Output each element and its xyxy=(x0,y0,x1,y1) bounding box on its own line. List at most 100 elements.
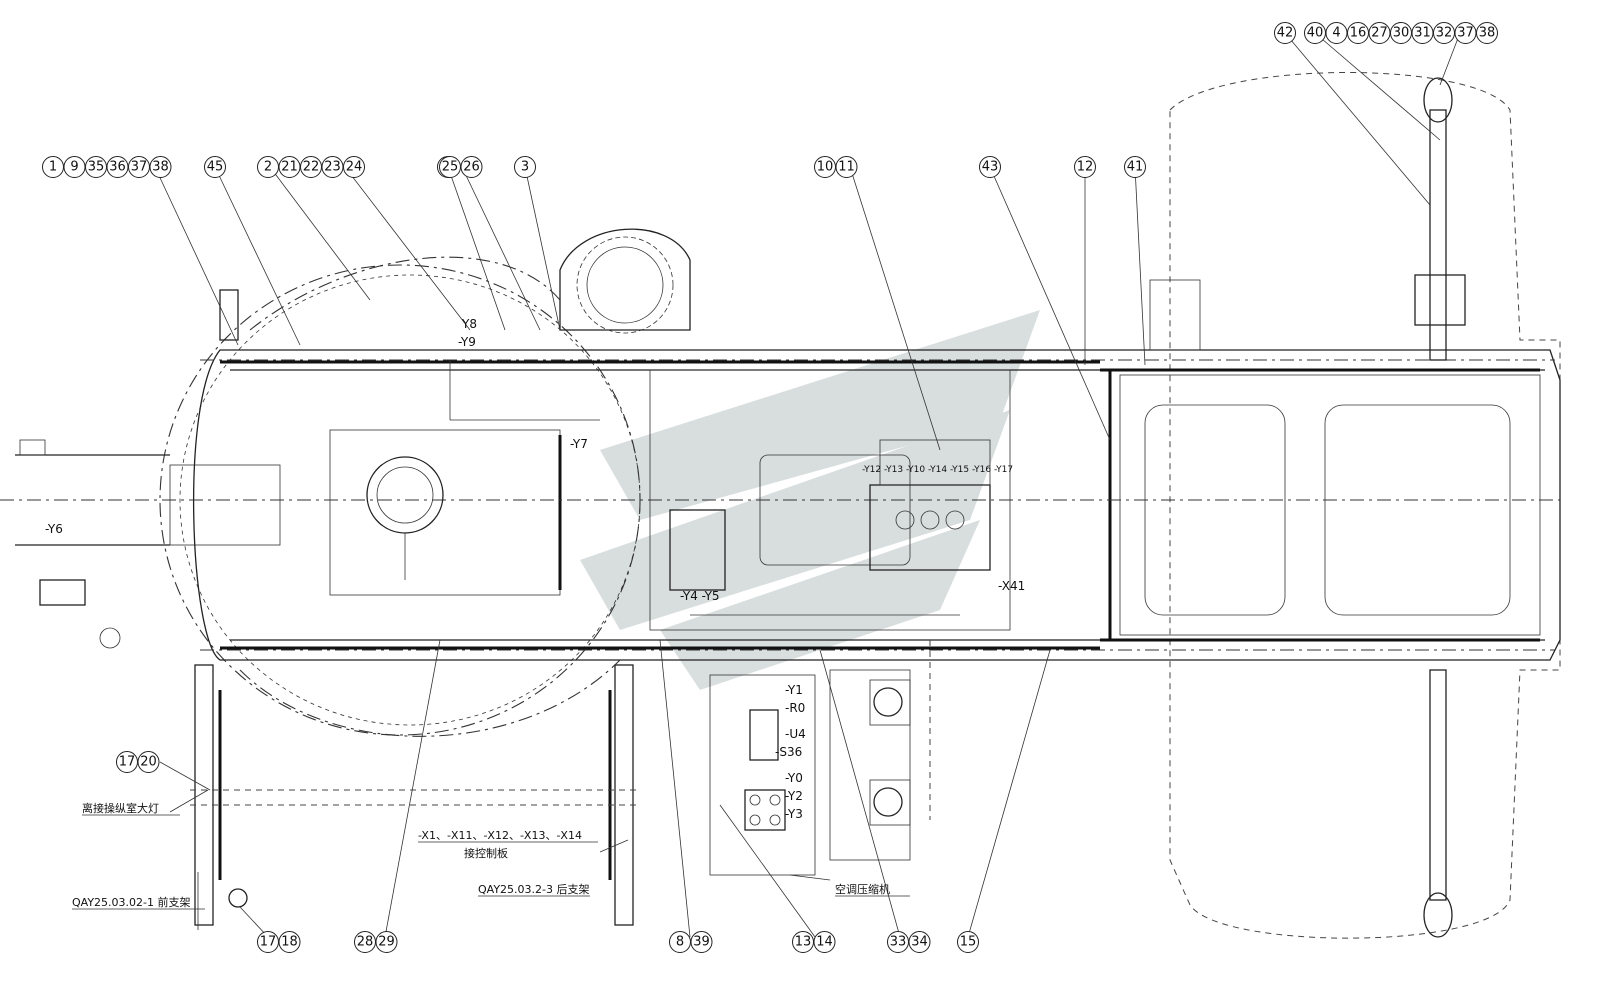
callout-number: 22 xyxy=(303,160,320,175)
callout-group: 15 xyxy=(957,931,979,953)
callout-group: 13 14 xyxy=(792,931,836,953)
callout-number: 42 xyxy=(1277,26,1294,41)
signal-y1: -Y1 xyxy=(785,683,803,697)
signal-labels: -Y6 Y8 -Y9 -Y7 -Y12 -Y13 -Y10 -Y14 -Y15 … xyxy=(45,317,1025,821)
callout-bubble xyxy=(835,156,858,178)
winch-drum xyxy=(559,228,691,334)
callout-number: 10 xyxy=(817,160,834,175)
callout-number: 37 xyxy=(1457,26,1474,41)
front-section xyxy=(0,439,1560,649)
callout-group: 42 xyxy=(1274,22,1296,44)
callout-number: 1 xyxy=(49,160,57,175)
callout-group: 33 34 xyxy=(887,931,931,953)
callout-bubble xyxy=(375,931,398,953)
note-control-board: 接控制板 xyxy=(464,846,508,860)
callout-bubble xyxy=(1074,156,1096,178)
callout-number: 41 xyxy=(1127,160,1144,175)
callout-number: 17 xyxy=(260,935,277,950)
callout-group: 3 xyxy=(514,156,536,178)
leader-lines xyxy=(154,32,1461,938)
callout-bubble xyxy=(460,156,483,178)
callout-number: 25 xyxy=(442,160,459,175)
callout-number: 33 xyxy=(890,935,907,950)
signal-valve-bank: -Y12 -Y13 -Y10 -Y14 -Y15 -Y16 -Y17 xyxy=(862,465,1013,475)
signal-y7: -Y7 xyxy=(570,437,588,451)
callouts: 1935363738452212223244425263101143124142… xyxy=(42,22,1498,953)
chassis-frame xyxy=(192,349,1561,661)
callout-number: 32 xyxy=(1436,26,1453,41)
callout-number: 23 xyxy=(324,160,341,175)
signal-y4-y5: -Y4 -Y5 xyxy=(680,589,720,603)
callout-number: 36 xyxy=(109,160,126,175)
callout-number: 38 xyxy=(152,160,169,175)
callout-group: 41 xyxy=(1124,156,1146,178)
callout-number: 29 xyxy=(378,935,395,950)
front-outriggers xyxy=(190,664,640,926)
signal-r0: -R0 xyxy=(785,701,805,715)
callout-group: 45 xyxy=(204,156,226,178)
callout-bubble xyxy=(957,931,979,953)
valve-bank xyxy=(669,439,991,591)
notes: 离接操纵室大灯 QAY25.03.02-1 前支架 -X1、-X11、-X12、… xyxy=(72,801,910,910)
callout-number: 34 xyxy=(911,935,928,950)
callout-bubble xyxy=(343,156,365,178)
wiring-harness xyxy=(239,256,960,737)
callout-bubble xyxy=(149,156,172,178)
callout-number: 13 xyxy=(795,935,812,950)
note-rear-support: QAY25.03.2-3 后支架 xyxy=(478,883,590,896)
callout-number: 27 xyxy=(1371,26,1388,41)
note-front-support: QAY25.03.02-1 前支架 xyxy=(72,895,191,909)
signal-x41: -X41 xyxy=(998,579,1025,593)
callout-bubble xyxy=(979,156,1001,178)
callout-number: 43 xyxy=(982,160,999,175)
callout-number: 17 xyxy=(119,755,136,770)
note-cab-light: 离接操纵室大灯 xyxy=(82,801,159,815)
callout-number: 24 xyxy=(346,160,363,175)
signal-u4: -U4 xyxy=(785,727,806,741)
note-ac-compressor: 空调压缩机 xyxy=(835,882,890,896)
rotary-joint xyxy=(366,456,444,580)
callout-bubble xyxy=(813,931,836,953)
signal-y8: Y8 xyxy=(461,317,477,331)
signal-y0: -Y0 xyxy=(785,771,803,785)
callout-bubble xyxy=(1274,22,1296,44)
callout-number: 37 xyxy=(131,160,148,175)
signal-y2: -Y2 xyxy=(785,789,803,803)
callout-number: 3 xyxy=(521,160,529,175)
callout-bubble xyxy=(690,931,713,953)
callout-bubble xyxy=(514,156,536,178)
callout-number: 31 xyxy=(1414,26,1431,41)
signal-y9: -Y9 xyxy=(458,335,476,349)
callout-number: 9 xyxy=(70,160,78,175)
callout-number: 30 xyxy=(1393,26,1410,41)
callout-group: 12 xyxy=(1074,156,1096,178)
callout-number: 21 xyxy=(281,160,298,175)
callout-number: 8 xyxy=(676,935,684,950)
signal-y6: -Y6 xyxy=(45,522,63,536)
callout-number: 45 xyxy=(207,160,224,175)
callout-number: 40 xyxy=(1307,26,1324,41)
callout-number: 18 xyxy=(281,935,298,950)
connector-panel xyxy=(709,640,931,876)
signal-s36: -S36 xyxy=(775,745,802,759)
callout-bubble xyxy=(908,931,931,953)
callout-number: 16 xyxy=(1350,26,1367,41)
signal-y3: -Y3 xyxy=(785,807,803,821)
callout-bubble xyxy=(278,931,301,953)
callout-number: 14 xyxy=(816,935,833,950)
callout-bubble xyxy=(137,751,160,773)
callout-number: 12 xyxy=(1077,160,1094,175)
callout-bubble xyxy=(1476,22,1498,44)
callout-group: 43 xyxy=(979,156,1001,178)
